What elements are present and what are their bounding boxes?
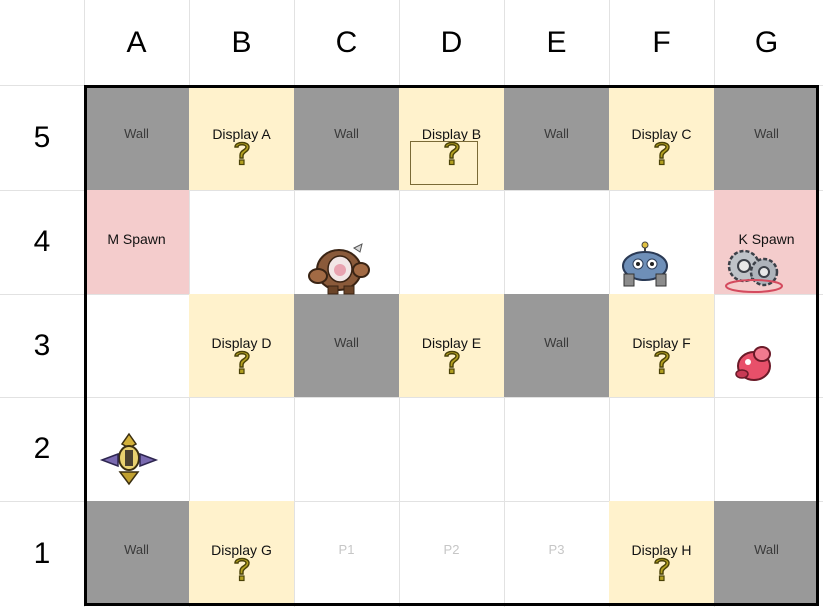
column-header-f[interactable]: F: [652, 25, 671, 59]
cell-label: Display F: [632, 335, 691, 351]
cell-g5-wall[interactable]: Wall: [714, 85, 819, 190]
cell-b4[interactable]: [189, 190, 294, 294]
cell-d4[interactable]: [399, 190, 504, 294]
cell-label: K Spawn: [738, 231, 795, 247]
column-header-b[interactable]: B: [231, 25, 252, 59]
cell-label: Wall: [334, 126, 359, 141]
cell-label: Display E: [421, 335, 482, 351]
pink-creature-sprite: [735, 346, 771, 381]
fighter-creature-sprite: [308, 243, 370, 295]
column-header-e[interactable]: E: [546, 25, 567, 59]
column-header-d[interactable]: D: [440, 25, 463, 59]
cell-b5-display[interactable]: Display A: [189, 85, 294, 190]
cell-label: Wall: [544, 335, 569, 350]
column-header-c[interactable]: C: [335, 25, 358, 59]
question-mark-icon: [653, 557, 670, 582]
cell-d1-plain[interactable]: P2: [399, 501, 504, 606]
row-header-5[interactable]: 5: [33, 120, 51, 154]
gear-creature-sprite: [725, 249, 783, 293]
cell-d5-display[interactable]: Display B: [399, 85, 504, 190]
cell-e4[interactable]: [504, 190, 609, 294]
grid-line: [714, 0, 715, 607]
cell-e1-plain[interactable]: P3: [504, 501, 609, 606]
cell-label: Wall: [124, 542, 149, 557]
cell-d2[interactable]: [399, 397, 504, 501]
cell-label: Display A: [212, 126, 271, 142]
cell-label: Display G: [211, 542, 272, 558]
column-header-g[interactable]: G: [754, 25, 779, 59]
question-mark-icon: [233, 557, 250, 582]
cell-f5-display[interactable]: Display C: [609, 85, 714, 190]
cell-label: Display C: [631, 126, 692, 142]
cell-e5-wall[interactable]: Wall: [504, 85, 609, 190]
cell-e2[interactable]: [504, 397, 609, 501]
cell-label: M Spawn: [107, 231, 166, 247]
cell-c2[interactable]: [294, 397, 399, 501]
grid-line: [0, 190, 823, 191]
question-mark-icon: [443, 350, 460, 375]
row-header-1[interactable]: 1: [33, 536, 51, 570]
magnet-creature-sprite: [622, 241, 668, 287]
cell-label: Display B: [421, 126, 482, 142]
cell-a1-wall[interactable]: Wall: [84, 501, 189, 606]
cell-a3[interactable]: [84, 294, 189, 397]
cell-b3-display[interactable]: Display D: [189, 294, 294, 397]
cell-g1-wall[interactable]: Wall: [714, 501, 819, 606]
row-header-3[interactable]: 3: [33, 328, 51, 362]
cell-label: P2: [443, 542, 460, 557]
cell-label: Wall: [334, 335, 359, 350]
question-mark-icon: [653, 350, 670, 375]
question-mark-icon: [443, 141, 460, 166]
cell-label: P1: [338, 542, 355, 557]
cell-c3-wall[interactable]: Wall: [294, 294, 399, 397]
cell-a5-wall[interactable]: Wall: [84, 85, 189, 190]
grid-line: [0, 501, 823, 502]
selected-cell-outline: [410, 141, 478, 185]
cell-g2[interactable]: [714, 397, 819, 501]
row-header-4[interactable]: 4: [33, 225, 51, 258]
cell-label: Wall: [544, 126, 569, 141]
cell-label: P3: [548, 542, 565, 557]
cell-a4-spawn[interactable]: M Spawn: [84, 190, 189, 294]
row-header-2[interactable]: 2: [33, 432, 51, 465]
cell-d3-display[interactable]: Display E: [399, 294, 504, 397]
question-mark-icon: [653, 141, 670, 166]
cell-label: Display D: [211, 335, 272, 351]
cell-c1-plain[interactable]: P1: [294, 501, 399, 606]
cell-c5-wall[interactable]: Wall: [294, 85, 399, 190]
cell-label: Wall: [754, 126, 779, 141]
armored-creature-sprite: [99, 432, 159, 486]
cell-b2[interactable]: [189, 397, 294, 501]
cell-b1-display[interactable]: Display G: [189, 501, 294, 606]
cell-f3-display[interactable]: Display F: [609, 294, 714, 397]
cell-e3-wall[interactable]: Wall: [504, 294, 609, 397]
question-mark-icon: [233, 350, 250, 375]
cell-f1-display[interactable]: Display H: [609, 501, 714, 606]
grid-line: [0, 397, 823, 398]
question-mark-icon: [233, 141, 250, 166]
cell-f2[interactable]: [609, 397, 714, 501]
cell-label: Display H: [631, 542, 692, 558]
column-header-a[interactable]: A: [126, 25, 147, 59]
cell-label: Wall: [124, 126, 149, 141]
cell-label: Wall: [754, 542, 779, 557]
